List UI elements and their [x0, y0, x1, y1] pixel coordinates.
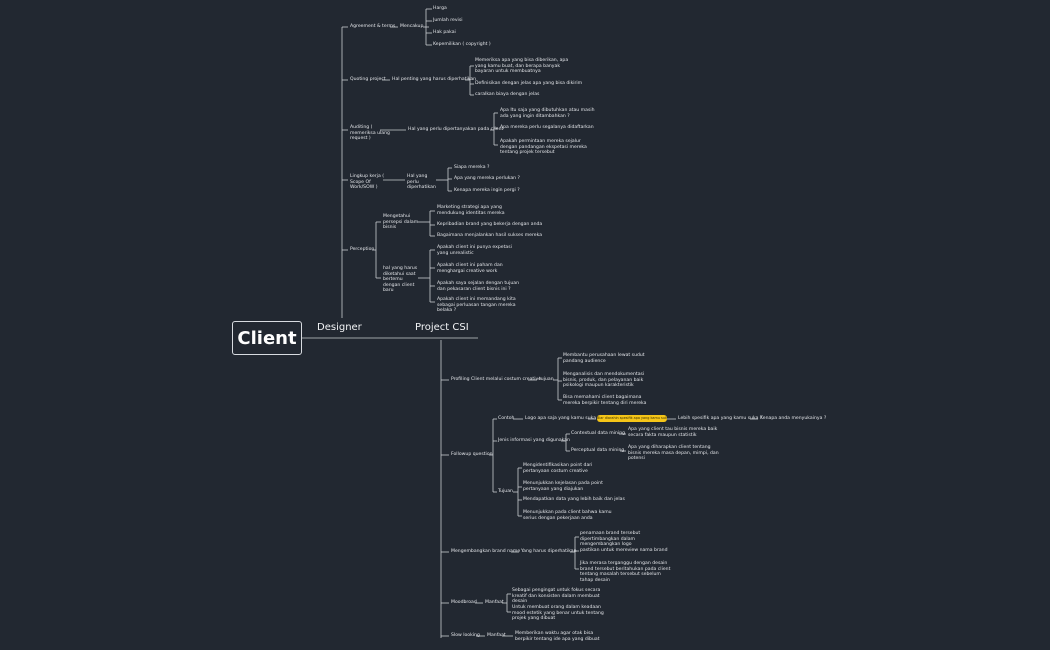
node-brand-item[interactable]: penamaan brand tersebut dipertimbangkan … [580, 531, 641, 548]
node-profiling-item[interactable]: Menganalisis dan mendokumentasi bisnis, … [563, 372, 645, 389]
node-quoting[interactable]: Quoting project [350, 77, 386, 82]
node-contoh-q1[interactable]: Logo apa saja yang kamu suka ? [525, 416, 600, 421]
node-tujuan-item[interactable]: Menunjukkan pada client bahwa kamu seriu… [523, 510, 612, 521]
node-profiling-sub[interactable]: tujuan [539, 377, 554, 382]
branch-designer[interactable]: Designer [317, 322, 362, 333]
node-scope-sub[interactable]: Hal yang perlu diperhatikan [407, 174, 436, 191]
node-profiling-item[interactable]: Bisa memahami client bagaimana mereka be… [563, 395, 647, 406]
node-scope-item[interactable]: Siapa mereka ? [454, 165, 490, 170]
node-perception-a-item[interactable]: Marketing strategi apa yang mendukung id… [437, 205, 505, 216]
node-slow-looking-item[interactable]: Memberikan waktu agar otak bisa berpikir… [515, 631, 600, 642]
node-quoting-item[interactable]: caralkan biaya dengan jelas [475, 92, 540, 97]
root-node-client[interactable]: Client [232, 321, 302, 355]
node-brand-item[interactable]: Jika merasa terganggu dengan desain bran… [580, 561, 671, 583]
branch-project-csi[interactable]: Project CSI [415, 322, 469, 333]
node-scope-item[interactable]: Apa yang mereka perlukan ? [454, 176, 520, 181]
node-moodboard-item[interactable]: Untuk membuat orang dalam keadaan mood e… [512, 605, 604, 622]
node-perception-b-item[interactable]: Apakah saya sejalan dengan tujuan dan pe… [437, 281, 519, 292]
node-perception-b-item[interactable]: Apakah client ini paham dan menghargai c… [437, 263, 503, 274]
node-moodboard[interactable]: Moodbroad [451, 600, 477, 605]
node-perception-a-item[interactable]: Bagaimana menjalankan hasil sukses merek… [437, 233, 543, 238]
node-perception-b[interactable]: hal yang harus diketahui saat bertemu de… [383, 266, 418, 294]
node-scope-item[interactable]: Kenapa mereka ingin pergi ? [454, 188, 520, 193]
node-contoh-q2[interactable]: Lebih spesifik apa yang kamu suka ? [678, 416, 763, 421]
node-auditing-sub[interactable]: Hal yang perlu dipertanyakan pada client [408, 127, 504, 132]
node-jenis-b-detail[interactable]: Apa yang diharapkan client tentang bisni… [628, 445, 719, 462]
node-brand-item[interactable]: pastikan untuk mereview nama brand [580, 548, 668, 553]
node-agreement-item[interactable]: Harga [433, 6, 447, 11]
node-auditing-item[interactable]: Apa Itu saja yang dibutuhkan atau masih … [500, 108, 595, 119]
node-agreement-item[interactable]: Jumlah revisi [433, 18, 463, 23]
node-jenis-b[interactable]: Perceptual data mining [571, 448, 625, 453]
highlight-badge[interactable]: Biar diarahin spesifik apa yang kamu suk… [597, 415, 667, 422]
node-jenis-a[interactable]: Contextual data mining [571, 431, 626, 436]
node-slow-looking[interactable]: Slow looking [451, 633, 480, 638]
node-agreement-sub[interactable]: Mencakup [400, 24, 424, 29]
node-tujuan-item[interactable]: Mengidentifikasikan point dari pertanyaa… [523, 463, 593, 474]
node-scope[interactable]: Lingkup kerja ( Scope Of Work/SOW ) [350, 174, 385, 191]
node-perception[interactable]: Perception [350, 247, 375, 252]
node-auditing-item[interactable]: Apakah permintaan mereka sejalur dengan … [500, 139, 587, 156]
node-perception-b-item[interactable]: Apakah client ini memandang kita sebagai… [437, 297, 516, 314]
node-agreement[interactable]: Agreement & terms [350, 24, 396, 29]
node-moodboard-sub[interactable]: Manfaat [485, 600, 504, 605]
node-agreement-item[interactable]: Kepemilikan ( copyright ) [433, 42, 491, 47]
node-brand-sub[interactable]: Yang harus diperhatikan [521, 549, 577, 554]
node-tujuan-item[interactable]: Mendapatkan data yang lebih baik dan jel… [523, 497, 625, 502]
node-contoh-q3[interactable]: Kenapa anda menyukainya ? [760, 416, 827, 421]
node-profiling-item[interactable]: Membantu perusahaan lewat sudut pandang … [563, 353, 645, 364]
node-tujuan-item[interactable]: Menunjukkan kejelasan pada point pertany… [523, 481, 603, 492]
node-followup[interactable]: Followup question [451, 452, 493, 457]
node-moodboard-item[interactable]: Sebagai pengingat untuk fokus secara kre… [512, 588, 601, 605]
node-jenis[interactable]: Jenis informasi yang digunakan [498, 438, 570, 443]
node-auditing[interactable]: Auditing ( memeriksa ulang request ) [350, 125, 390, 142]
node-jenis-a-detail[interactable]: Apa yang client tau bisnis mereka baik s… [628, 427, 718, 438]
node-profiling[interactable]: Profiling Client melalui costum creative [451, 377, 542, 382]
node-quoting-sub[interactable]: Hal penting yang harus diperhatikan [392, 77, 477, 82]
node-quoting-item[interactable]: Definisikan dengan jelas apa yang bisa d… [475, 81, 583, 86]
node-perception-b-item[interactable]: Apakah client ini punya expetasi yang un… [437, 245, 512, 256]
node-auditing-item[interactable]: Apa mereka perlu segalanya didaftarkan [500, 125, 594, 130]
node-quoting-item[interactable]: Memeriksa apa yang bisa diberikan, apa y… [475, 58, 569, 75]
node-slow-looking-sub[interactable]: Manfaat [487, 633, 506, 638]
node-contoh[interactable]: Contoh [498, 416, 515, 421]
node-followup-tujuan[interactable]: Tujuan [498, 489, 513, 494]
node-agreement-item[interactable]: Hak pakai [433, 30, 456, 35]
node-brand[interactable]: Mengembangkan brand name [451, 549, 521, 554]
node-perception-a-item[interactable]: Kepribadian brand yang bekerja dengan an… [437, 222, 543, 227]
node-perception-a[interactable]: Mengetahui persepsi dalam bisnis [383, 214, 419, 231]
